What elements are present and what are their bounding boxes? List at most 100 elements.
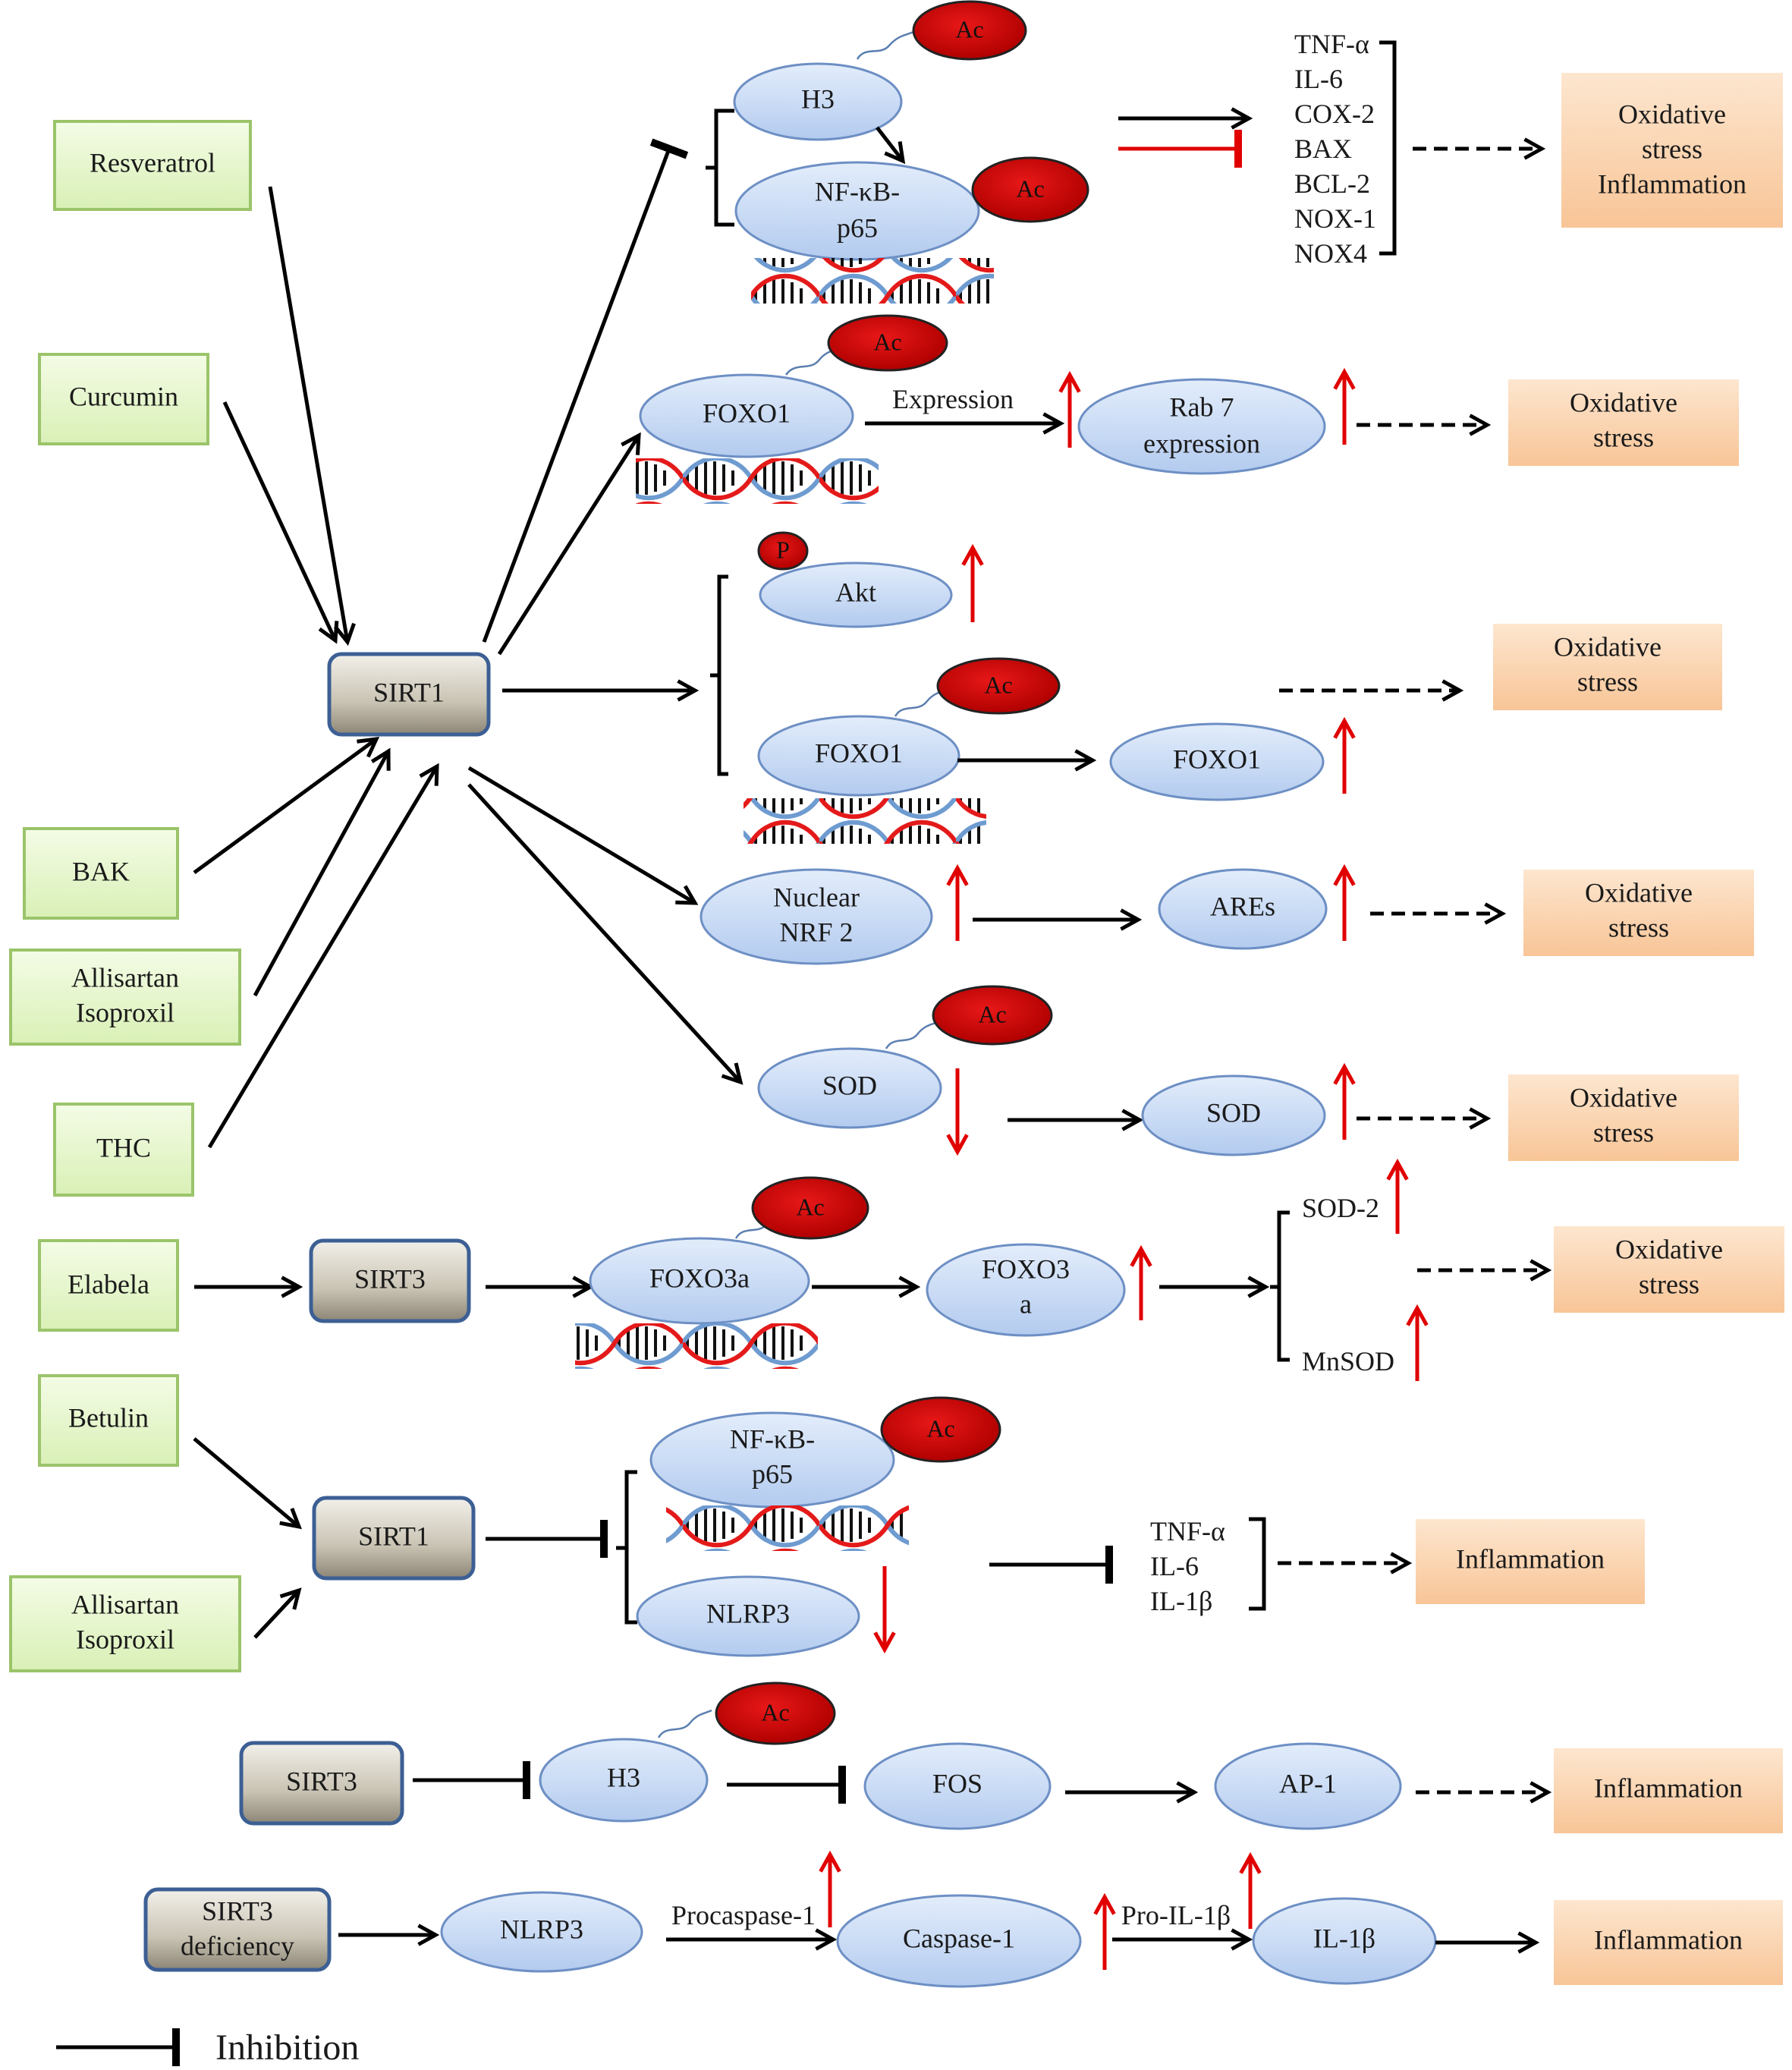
bracket-nfkb-nlrp3 (616, 1470, 637, 1625)
gene-il6: IL-6 (1294, 64, 1343, 94)
compound-betulin: Betulin (38, 1374, 179, 1467)
nfkb-label-line1: NF-κB- (815, 176, 900, 206)
sirt1-label: SIRT1 (373, 677, 445, 707)
outcome-oxidative-stress-5: Oxidative stress (1508, 1074, 1739, 1161)
arrow-bak-sirt1 (193, 739, 376, 875)
h3-node-2: H3 (539, 1738, 709, 1823)
gene-list-1: TNF-α IL-6 COX-2 BAX BCL-2 NOX-1 NOX4 (1294, 29, 1376, 269)
p-label-akt: P (776, 536, 790, 563)
compound-allisartan-isoproxil: Allisartan Isoproxil (9, 948, 241, 1046)
sod-label-2: SOD (1206, 1097, 1261, 1128)
betulin-label: Betulin (68, 1402, 149, 1433)
foxo1-label-3: FOXO1 (1173, 744, 1261, 774)
ac-tether-h3-2 (657, 1709, 712, 1738)
bracket-h3-nfkb (706, 109, 734, 227)
arrow-allisartan-sirt1 (253, 751, 388, 997)
arrow-sirt1-foxo1 (497, 436, 639, 656)
elabela-label: Elabela (68, 1269, 149, 1299)
ac-label-foxo1-2: Ac (984, 671, 1012, 698)
arrow-allisartan2-sirt1 (253, 1590, 299, 1639)
outcome-3-line1: Oxidative (1554, 631, 1662, 662)
ac-label-nfkb-2: Ac (926, 1414, 954, 1442)
nrf2-node: Nuclear NRF 2 (700, 868, 933, 965)
il1b-label: IL-1β (1313, 1923, 1375, 1953)
foxo3a-node: FOXO3a (589, 1237, 810, 1325)
outcome-6-line1: Oxidative (1615, 1234, 1723, 1264)
nlrp3-label-2: NLRP3 (500, 1914, 583, 1944)
arrow-sirt1-nrf2 (467, 766, 695, 903)
akt-label: Akt (835, 577, 876, 607)
compound-thc: THC (53, 1103, 194, 1197)
ac-badge-h3: Ac (912, 0, 1027, 61)
sirt3-histone-label: SIRT3 (286, 1766, 357, 1796)
arrow-betulin-sirt1 (193, 1437, 299, 1527)
ac-label-h3-2: Ac (761, 1698, 789, 1726)
h3-node: H3 (733, 62, 903, 141)
foxo3-label-line1: FOXO3 (982, 1254, 1070, 1284)
arrow-curcumin-sirt1 (222, 401, 335, 640)
outcome-4-line2: stress (1608, 912, 1669, 942)
outcome-1-line1: Oxidative (1618, 99, 1726, 129)
ac-badge-h3-2: Ac (715, 1681, 836, 1745)
gene-nox1: NOX-1 (1294, 203, 1376, 234)
outcome-3-line2: stress (1577, 666, 1638, 697)
legend: Inhibition (56, 2028, 359, 2068)
sirt3-deficiency-line2: deficiency (181, 1930, 294, 1961)
outcome-inflammation-9: Inflammation (1554, 1900, 1783, 1985)
arrow-h3-nfkb (876, 126, 903, 161)
dna-helix-5 (666, 1505, 909, 1551)
ac-tether-sod (885, 1020, 940, 1049)
nfkb-label-line2: p65 (837, 212, 878, 243)
foxo1-label-2: FOXO1 (815, 738, 903, 768)
compound-curcumin: Curcumin (38, 353, 209, 445)
nfkb-node: NF-κB- p65 (734, 161, 980, 261)
outcome-2-line1: Oxidative (1570, 387, 1677, 417)
caspase1-label: Caspase-1 (903, 1923, 1015, 1953)
sirt1-main: SIRT1 (327, 652, 491, 737)
sod-label-1: SOD (822, 1070, 877, 1100)
cytokine-il1b: IL-1β (1150, 1586, 1212, 1616)
compound-bak: BAK (23, 827, 179, 920)
gene-bcl2: BCL-2 (1294, 168, 1370, 199)
rab7-label-line2: expression (1143, 428, 1260, 458)
outcome-inflammation-7: Inflammation (1416, 1519, 1645, 1604)
sirt3-deficiency-line1: SIRT3 (202, 1895, 273, 1926)
h3-label-2: H3 (607, 1762, 640, 1792)
sirt1-betulin-label: SIRT1 (358, 1521, 429, 1551)
outcome-5-line1: Oxidative (1570, 1082, 1677, 1112)
gene-nox4: NOX4 (1294, 238, 1367, 269)
outcome-2-line2: stress (1593, 422, 1654, 452)
ac-badge-foxo3a: Ac (751, 1176, 869, 1240)
fos-label: FOS (932, 1768, 982, 1798)
dna-helix-4 (575, 1323, 818, 1369)
legend-inhibition-label: Inhibition (215, 2028, 359, 2068)
gene-list-2: TNF-α IL-6 IL-1β (1150, 1516, 1225, 1616)
nrf2-label-line1: Nuclear (773, 882, 860, 912)
outcome-oxidative-inflammation: Oxidative stress Inflammation (1561, 73, 1783, 228)
allisartan-2-label-line1: Allisartan (71, 1589, 179, 1619)
foxo1-node-3: FOXO1 (1109, 722, 1325, 801)
bak-label: BAK (72, 856, 130, 886)
allisartan-label-line1: Allisartan (71, 962, 179, 993)
nlrp3-label-1: NLRP3 (706, 1598, 790, 1628)
bracket-sod-isoforms (1270, 1210, 1290, 1362)
dna-helix-1 (751, 258, 994, 304)
h3-label: H3 (801, 83, 835, 114)
outcome-9-label: Inflammation (1594, 1924, 1743, 1955)
ares-node: AREs (1158, 868, 1328, 950)
outcome-5-line2: stress (1593, 1117, 1654, 1147)
foxo3-node: FOXO3 a (926, 1243, 1126, 1337)
ac-badge-sod: Ac (932, 985, 1053, 1046)
nfkb2-label-line1: NF-κB- (730, 1424, 815, 1454)
bracket-gene-list-2 (1249, 1517, 1266, 1611)
cytokine-tnfa: TNF-α (1150, 1516, 1225, 1546)
arrow-sirt1-sod (467, 783, 740, 1082)
compound-elabela: Elabela (38, 1239, 179, 1332)
allisartan-label-line2: Isoproxil (76, 997, 174, 1027)
gene-bax: BAX (1294, 134, 1352, 164)
outcome-8-label: Inflammation (1594, 1773, 1743, 1803)
curcumin-label: Curcumin (69, 381, 178, 411)
ac-badge-foxo1-1: Ac (827, 314, 948, 372)
compound-allisartan-isoproxil-2: Allisartan Isoproxil (9, 1575, 241, 1672)
